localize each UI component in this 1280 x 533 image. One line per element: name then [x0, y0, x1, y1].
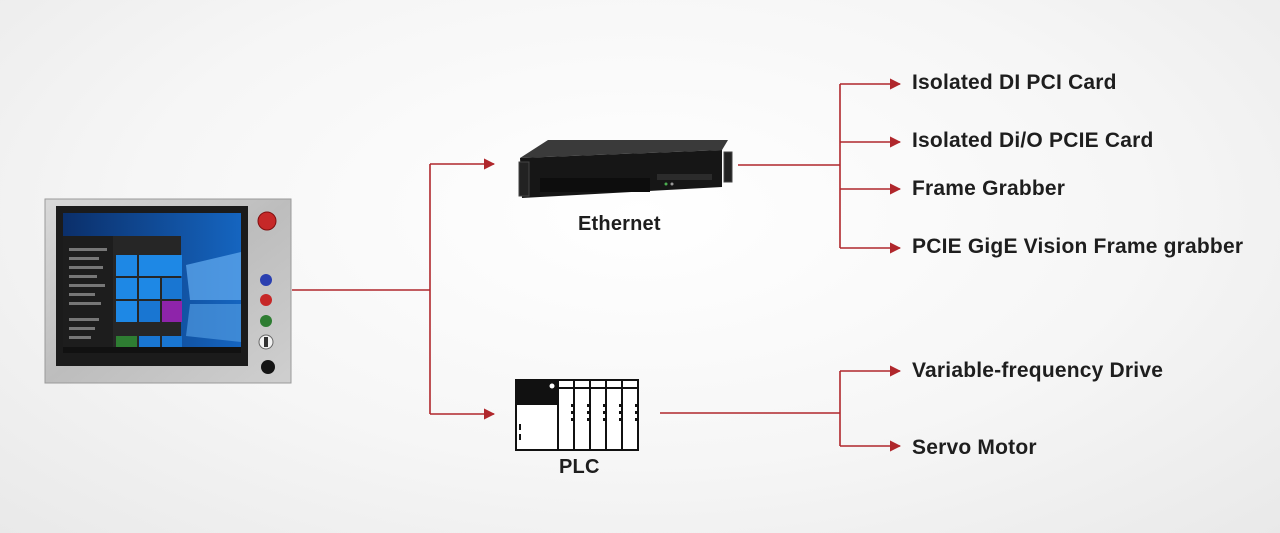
connectors [292, 78, 902, 452]
blue-button [260, 274, 272, 286]
start-tiles [116, 255, 182, 350]
output-servo-motor: Servo Motor [912, 436, 1037, 459]
ethernet-label: Ethernet [578, 213, 661, 235]
green-button [260, 315, 272, 327]
output-isolated-dio-pcie-card: Isolated Di/O PCIE Card [912, 129, 1154, 152]
plc-label: PLC [559, 456, 600, 478]
panel-pc-image [44, 198, 292, 384]
red-button [260, 294, 272, 306]
output-frame-grabber: Frame Grabber [912, 177, 1066, 200]
emergency-stop-button [257, 211, 277, 231]
output-isolated-di-pci-card: Isolated DI PCI Card [912, 71, 1117, 94]
rackmount-ipc-image [518, 140, 733, 198]
key-switch [261, 360, 275, 374]
output-variable-frequency-drive: Variable-frequency Drive [912, 359, 1164, 382]
plc-image [515, 379, 639, 451]
output-pcie-gige-vision-frame-grabber: PCIE GigE Vision Frame grabber [912, 235, 1244, 258]
